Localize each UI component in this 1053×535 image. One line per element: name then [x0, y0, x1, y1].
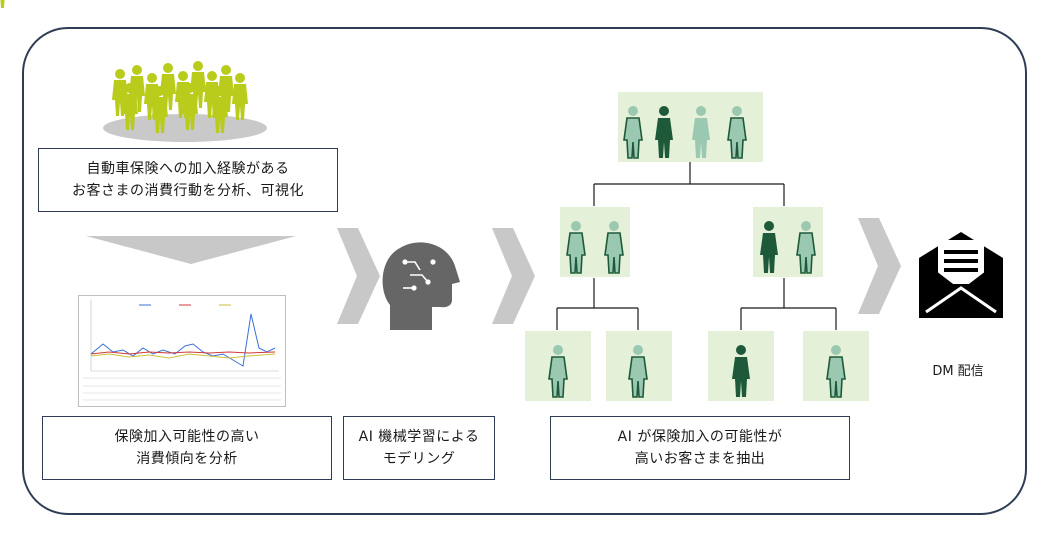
dm-delivery-label: DM 配信: [932, 364, 984, 379]
chart-thumbnail: [78, 295, 286, 407]
step3-line1: AI 機械学習による: [358, 429, 480, 445]
crowd-people-icon: [0, 0, 248, 133]
step2-line2: 消費傾向を分析: [136, 451, 238, 467]
step4-box: AI が保険加入の可能性が 高いお客さまを抽出: [550, 416, 850, 480]
step4-line2: 高いお客さまを抽出: [634, 451, 766, 467]
crowd-shadow: [103, 114, 267, 142]
step3-line2: モデリング: [382, 451, 456, 467]
step4-line1: AI が保険加入の可能性が: [617, 429, 783, 445]
step3-box: AI 機械学習による モデリング: [343, 416, 495, 480]
chart-thumbnail-graphic: [83, 300, 281, 401]
right-arrow-icon: [337, 228, 380, 324]
step1-box: 自動車保険への加入経験がある お客さまの消費行動を分析、可視化: [38, 148, 338, 212]
step1-line1: 自動車保険への加入経験がある: [86, 161, 290, 177]
right-arrow-icon: [858, 218, 901, 314]
right-arrow-icon: [492, 228, 535, 324]
outer-frame: [22, 27, 1027, 515]
step2-box: 保険加入可能性の高い 消費傾向を分析: [42, 416, 332, 480]
step1-line2: お客さまの消費行動を分析、可視化: [72, 183, 304, 199]
step2-line1: 保険加入可能性の高い: [114, 429, 260, 445]
tree-connectors: [556, 162, 837, 330]
